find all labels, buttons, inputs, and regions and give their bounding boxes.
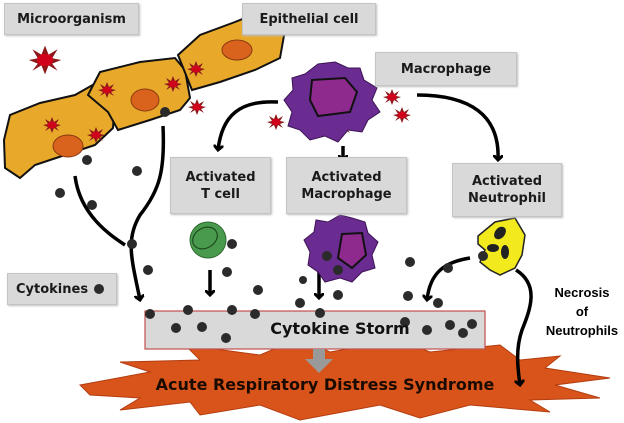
activated-macrophage-label: Activated Macrophage <box>286 157 407 214</box>
storm-to-ards-arrow-shaft <box>313 349 325 359</box>
activated-macrophage-line1: Activated <box>311 169 382 185</box>
activated-t-cell-line1: Activated <box>185 169 256 185</box>
activated-neutrophil-line2: Neutrophil <box>468 191 546 206</box>
necrosis-label: Necrosis of Neutrophils <box>540 283 624 340</box>
activated-t-cell-line2: T cell <box>201 186 240 202</box>
arrows <box>73 93 533 385</box>
necrosis-line2: of <box>575 304 589 319</box>
storm-to-ards-arrow-head <box>305 359 333 373</box>
cytokine-storm-label: Cytokine Storm <box>270 319 410 338</box>
epithelial-nucleus <box>221 39 253 61</box>
activated-neutrophil-line1: Activated <box>471 174 543 189</box>
cytokines-legend: Cytokines <box>7 273 117 305</box>
neutrophil-cell <box>477 217 526 276</box>
activated-neutrophil-label: Activated Neutrophil <box>452 163 562 217</box>
cytokines-legend-text: Cytokines <box>16 281 89 297</box>
activated-t-cell-label: Activated T cell <box>170 157 271 214</box>
necrosis-line1: Necrosis <box>554 285 610 300</box>
ards-label: Acute Respiratory Distress Syndrome <box>155 375 495 394</box>
epithelial-nucleus <box>130 88 160 112</box>
macrophage-nucleus <box>308 76 359 118</box>
microorganism-label: Microorganism <box>4 3 139 35</box>
macrophage-label: Macrophage <box>375 52 517 86</box>
epithelial-nucleus <box>52 134 84 158</box>
cytokine-dots <box>55 107 477 343</box>
cytokine-dot-icon <box>94 284 105 294</box>
ards-burst <box>78 337 611 421</box>
activated-macrophage-line2: Macrophage <box>301 186 392 202</box>
epithelial-cell-label: Epithelial cell <box>242 3 376 35</box>
necrosis-line3: Neutrophils <box>545 323 619 338</box>
